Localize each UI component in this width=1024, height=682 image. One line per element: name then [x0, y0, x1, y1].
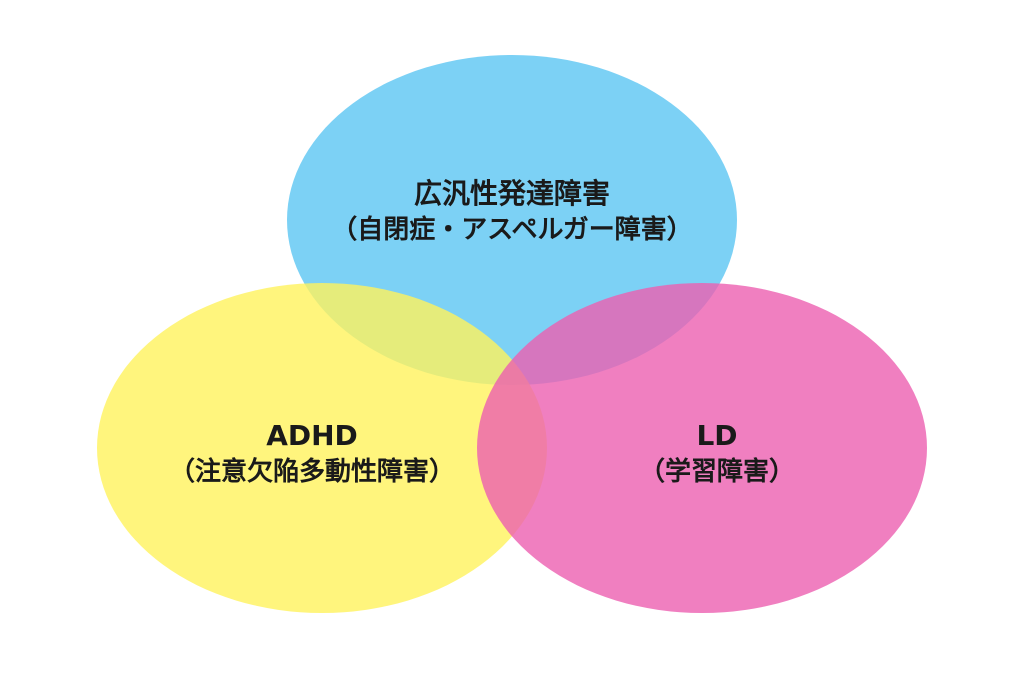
- venn-subtitle-ld: （学習障害）: [638, 456, 796, 487]
- venn-circle-ld: [477, 283, 927, 613]
- venn-title-pdd: 広汎性発達障害: [413, 177, 610, 210]
- venn-label-pdd: 広汎性発達障害 （自閉症・アスペルガー障害）: [331, 175, 692, 248]
- venn-label-adhd: ADHD （注意欠陥多動性障害）: [169, 417, 455, 490]
- venn-title-ld: LD: [696, 419, 738, 452]
- venn-title-adhd: ADHD: [266, 419, 358, 452]
- venn-subtitle-adhd: （注意欠陥多動性障害）: [168, 456, 456, 487]
- venn-label-ld: LD （学習障害）: [639, 417, 795, 490]
- venn-subtitle-pdd: （自閉症・アスペルガー障害）: [331, 214, 693, 245]
- venn-circle-adhd: [97, 283, 547, 613]
